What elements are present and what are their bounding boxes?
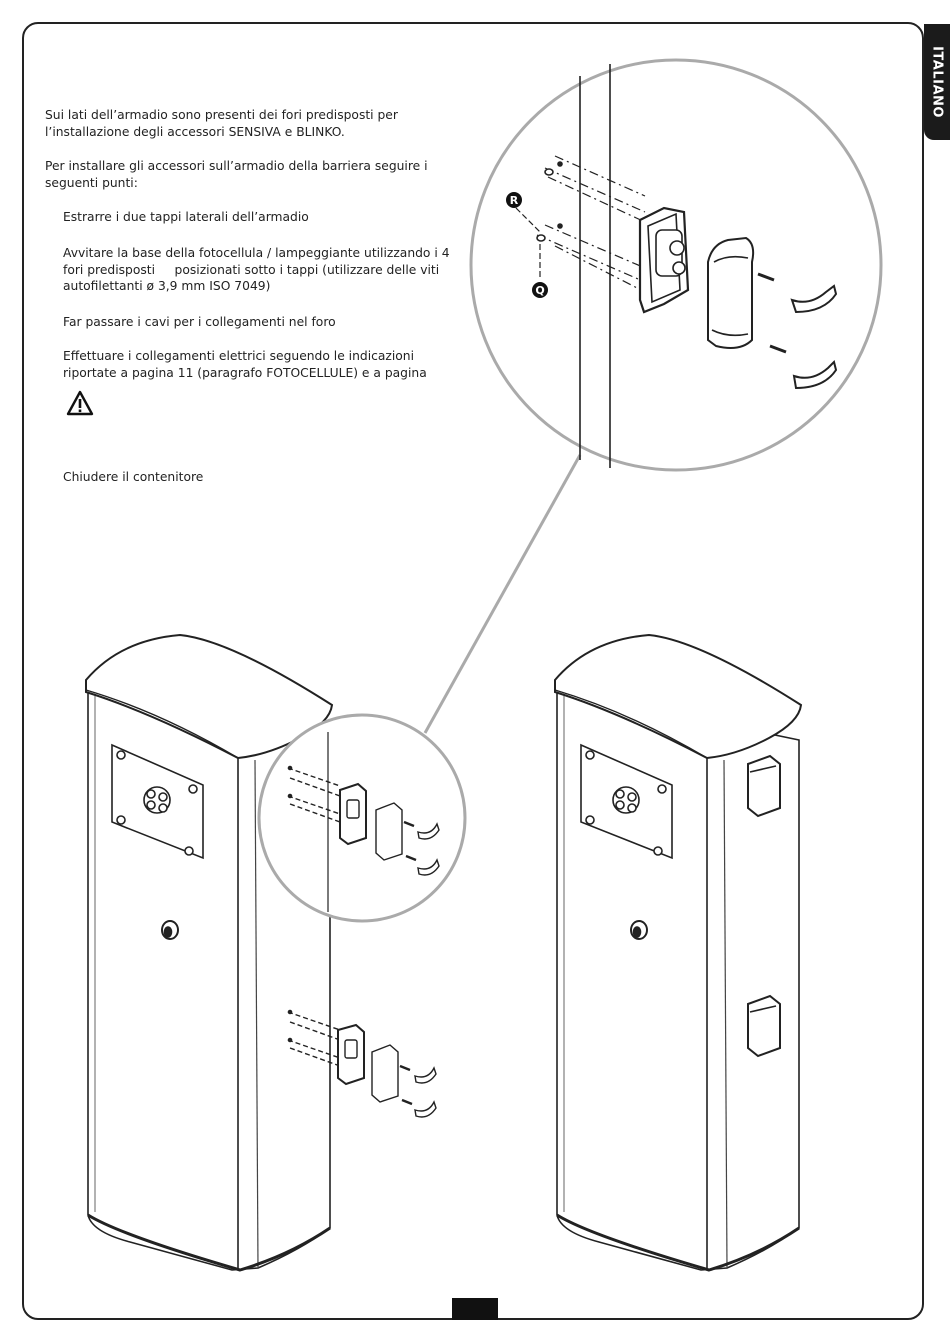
- barrier-cabinet-right: [554, 633, 803, 1272]
- intro-paragraph-2: Per installare gli accessori sull’armadi…: [45, 159, 428, 190]
- language-tab: ITALIANO: [924, 24, 950, 140]
- warning-triangle-icon: [66, 390, 94, 416]
- accessory-explode-upper: [287, 732, 440, 912]
- callout-r-label: R: [510, 194, 519, 207]
- step-4: Effettuare i collegamenti elettrici segu…: [63, 349, 427, 380]
- callout-q: Q: [532, 282, 548, 298]
- step-5: Chiudere il contenitore: [63, 470, 204, 484]
- callout-q-label: Q: [535, 284, 544, 297]
- detail-exploded-view: [515, 64, 838, 468]
- barrier-cabinet-left: [85, 633, 334, 1272]
- step-1: Estrarre i due tappi laterali dell’armad…: [63, 210, 309, 224]
- accessory-explode-lower: [287, 1009, 437, 1118]
- step-3: Far passare i cavi per i collegamenti ne…: [63, 315, 336, 329]
- callout-r: R: [506, 192, 522, 208]
- zoom-connector-line: [423, 454, 582, 734]
- intro-paragraph-1: Sui lati dell’armadio sono presenti dei …: [45, 108, 398, 139]
- step-2: Avvitare la base della fotocellula / lam…: [63, 246, 454, 293]
- page-number-box: [452, 1298, 498, 1320]
